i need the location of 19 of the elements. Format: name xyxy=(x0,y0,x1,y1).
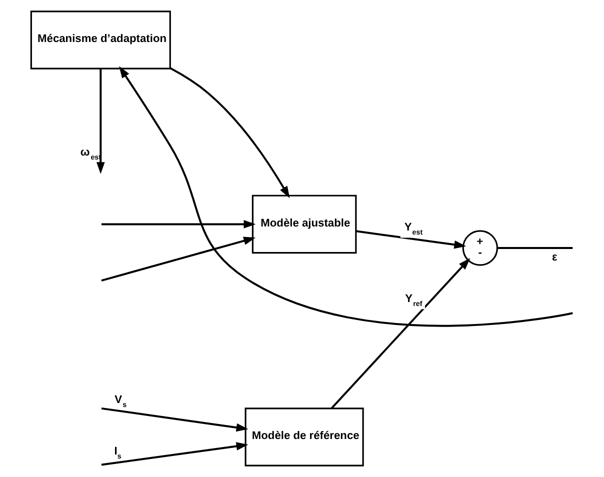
edge-label: ε xyxy=(551,251,557,264)
arrow xyxy=(100,220,256,228)
arrow xyxy=(330,258,470,409)
edge-label: Y$_{ref}$ xyxy=(404,292,422,308)
connector xyxy=(496,247,572,250)
edge-label: V$_{s}$ xyxy=(114,394,126,409)
node-circle: + - xyxy=(462,230,498,266)
node-box: Modèle de référence xyxy=(244,408,364,466)
node-box: Mécanisme d’adaptation xyxy=(30,10,170,70)
node-box: Modèle ajustable xyxy=(251,194,356,254)
arrow xyxy=(96,68,104,174)
arrow xyxy=(100,442,248,466)
arrow xyxy=(169,67,290,198)
arrow xyxy=(118,66,572,327)
edge-label: Y$_{est}$ xyxy=(404,221,422,236)
arrow xyxy=(100,407,248,432)
arrow xyxy=(355,230,466,249)
arrow xyxy=(100,236,256,282)
edge-label: I$_{s}$ xyxy=(114,445,121,460)
